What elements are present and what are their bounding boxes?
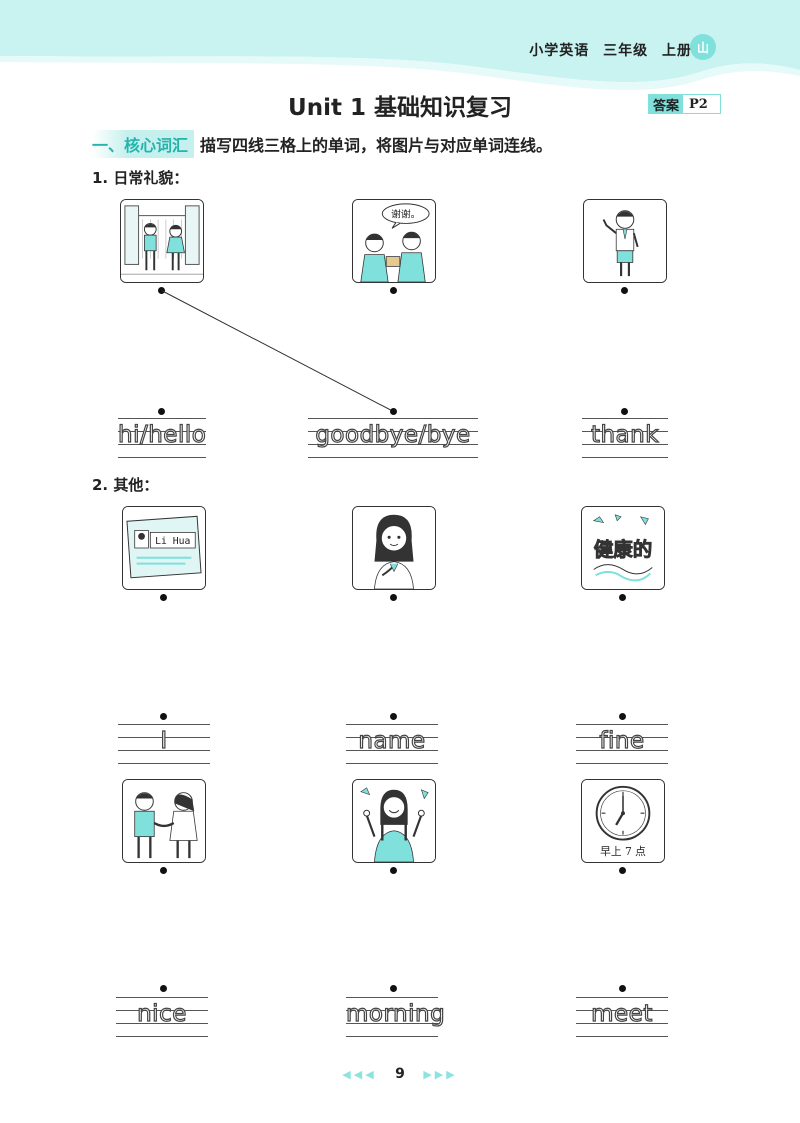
picture-handshake[interactable] <box>122 779 206 863</box>
word-dot[interactable] <box>160 985 167 992</box>
header-subject-text: 小学英语 <box>529 43 590 59</box>
word-fine: fine <box>599 727 645 754</box>
page-number: 9 <box>395 1066 405 1082</box>
part2-heading: 2. 其他： <box>92 476 159 494</box>
answer-label: 答案 <box>649 95 684 114</box>
word-name: name <box>358 727 426 754</box>
word-dot[interactable] <box>621 408 628 415</box>
top-wave-decoration <box>0 0 800 91</box>
word-dot[interactable] <box>619 713 626 720</box>
name-card-icon: Li Hua <box>123 507 205 589</box>
writing-lines: morning <box>345 997 446 1037</box>
healthy-art-text: 健康的 <box>594 538 653 561</box>
picture-dot[interactable] <box>160 867 167 874</box>
answer-page: P2 <box>683 95 720 113</box>
section-instruction: 描写四线三格上的单词，将图片与对应单词连线。 <box>200 136 553 155</box>
part1-heading: 1. 日常礼貌： <box>92 169 189 187</box>
writing-lines: I <box>118 724 210 764</box>
word-dot[interactable] <box>390 985 397 992</box>
section-heading: 一、核心词汇 描写四线三格上的单词，将图片与对应单词连线。 <box>92 130 552 158</box>
picture-dot[interactable] <box>619 867 626 874</box>
writing-lines: meet <box>576 997 668 1037</box>
boy-waving-icon <box>584 200 666 282</box>
speech-bubble-text: 谢谢。 <box>391 208 420 221</box>
picture-dot[interactable] <box>390 867 397 874</box>
clock-caption: 早上 7 点 <box>600 845 646 858</box>
page-footer: ◀◀◀ 9 ▶▶▶ <box>0 1066 800 1082</box>
clock-icon: 早上 7 点 <box>582 780 664 862</box>
writing-lines: fine <box>576 724 668 764</box>
header-grade-text: 三年级 <box>603 43 649 59</box>
picture-healthy[interactable]: 健康的 <box>581 506 665 590</box>
publisher-badge: 山 <box>690 34 716 60</box>
writing-lines: hi/hello <box>117 418 207 458</box>
word-hi-hello: hi/hello <box>117 421 207 448</box>
picture-boy-waving[interactable] <box>583 199 667 283</box>
header-volume-text: 上册 <box>662 43 692 59</box>
right-arrows-icon: ▶▶▶ <box>423 1068 458 1081</box>
word-dot[interactable] <box>390 408 397 415</box>
word-nice: nice <box>137 1000 187 1027</box>
word-morning: morning <box>345 1000 446 1027</box>
picture-dot[interactable] <box>390 287 397 294</box>
writing-lines: goodbye/bye <box>308 418 478 458</box>
header-subject: 小学英语 三年级 上册 <box>529 40 692 60</box>
writing-lines: name <box>346 724 438 764</box>
picture-clock[interactable]: 早上 7 点 <box>581 779 665 863</box>
school-gate-boy-girl-icon <box>121 200 203 282</box>
picture-dot[interactable] <box>390 594 397 601</box>
word-dot[interactable] <box>158 408 165 415</box>
name-card-text: Li Hua <box>155 536 190 547</box>
picture-thanking[interactable]: 谢谢。 <box>352 199 436 283</box>
picture-dot[interactable] <box>621 287 628 294</box>
word-dot[interactable] <box>619 985 626 992</box>
word-thank: thank <box>590 421 660 448</box>
picture-school-gate[interactable] <box>120 199 204 283</box>
healthy-text-icon: 健康的 <box>582 507 664 589</box>
girl-pointing-self-icon <box>353 507 435 589</box>
word-dot[interactable] <box>160 713 167 720</box>
happy-girl-icon <box>353 780 435 862</box>
picture-dot[interactable] <box>619 594 626 601</box>
answer-tag: 答案 P2 <box>648 94 721 114</box>
page-title: Unit 1 基础知识复习 <box>288 95 512 121</box>
section-label: 一、核心词汇 <box>92 130 195 158</box>
picture-girl[interactable] <box>352 506 436 590</box>
picture-name-card[interactable]: Li Hua <box>122 506 206 590</box>
word-meet: meet <box>591 1000 653 1027</box>
word-goodbye-bye: goodbye/bye <box>315 421 471 448</box>
word-dot[interactable] <box>390 713 397 720</box>
left-arrows-icon: ◀◀◀ <box>342 1068 377 1081</box>
picture-dot[interactable] <box>158 287 165 294</box>
handshake-icon <box>123 780 205 862</box>
word-i: I <box>160 727 168 754</box>
picture-dot[interactable] <box>160 594 167 601</box>
picture-happy-girl[interactable] <box>352 779 436 863</box>
writing-lines: thank <box>582 418 668 458</box>
boys-thanking-icon: 谢谢。 <box>353 200 435 282</box>
writing-lines: nice <box>116 997 208 1037</box>
